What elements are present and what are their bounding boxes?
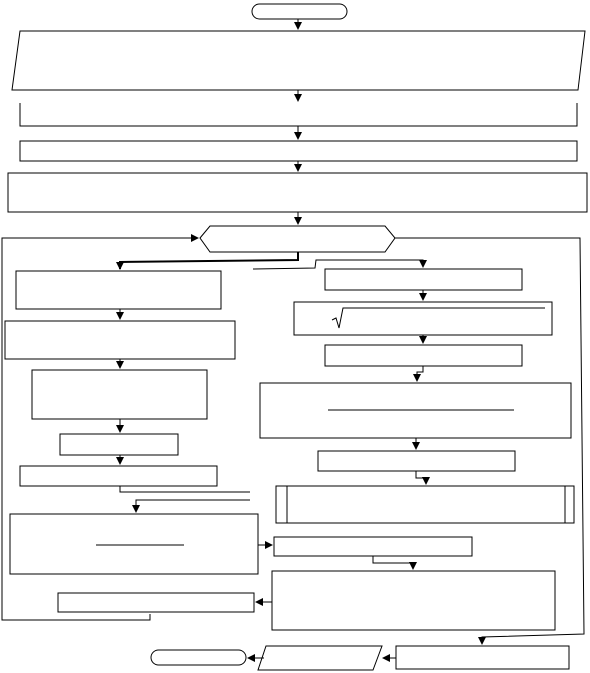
decision-left-branch xyxy=(116,252,299,270)
process-box-3 xyxy=(7,172,588,213)
outer-right-connector xyxy=(395,237,585,645)
start-terminator xyxy=(251,3,348,20)
sqrt-symbol xyxy=(331,307,545,329)
right-process-7 xyxy=(273,536,473,557)
left-process-3 xyxy=(31,369,208,420)
right-process-5 xyxy=(317,450,516,472)
connector-r5-r6 xyxy=(415,471,430,485)
right-process-8 xyxy=(271,570,556,631)
loop-back-left xyxy=(1,234,199,621)
right-process-1 xyxy=(324,268,523,291)
process-box-2 xyxy=(19,140,578,162)
right-process-3 xyxy=(324,344,523,367)
connector-r3-r4 xyxy=(413,366,424,382)
decision-hexagon xyxy=(199,225,396,253)
connector-l5-l6 xyxy=(119,486,250,512)
left-process-2 xyxy=(4,320,236,360)
left-process-6-fraction xyxy=(9,513,259,575)
left-process-4 xyxy=(59,433,179,456)
end-terminator xyxy=(150,649,247,666)
decision-right-branch xyxy=(252,259,427,270)
process-box-1 xyxy=(19,103,578,127)
right-process-2-sqrt xyxy=(293,301,553,336)
input-parallelogram xyxy=(11,30,586,91)
right-predefined-process xyxy=(275,485,575,524)
bottom-process xyxy=(395,645,570,670)
output-parallelogram xyxy=(257,645,383,671)
left-process-1 xyxy=(15,270,222,310)
left-process-5 xyxy=(19,465,218,487)
left-process-7 xyxy=(57,592,255,613)
connector-r7-r8 xyxy=(372,556,417,570)
